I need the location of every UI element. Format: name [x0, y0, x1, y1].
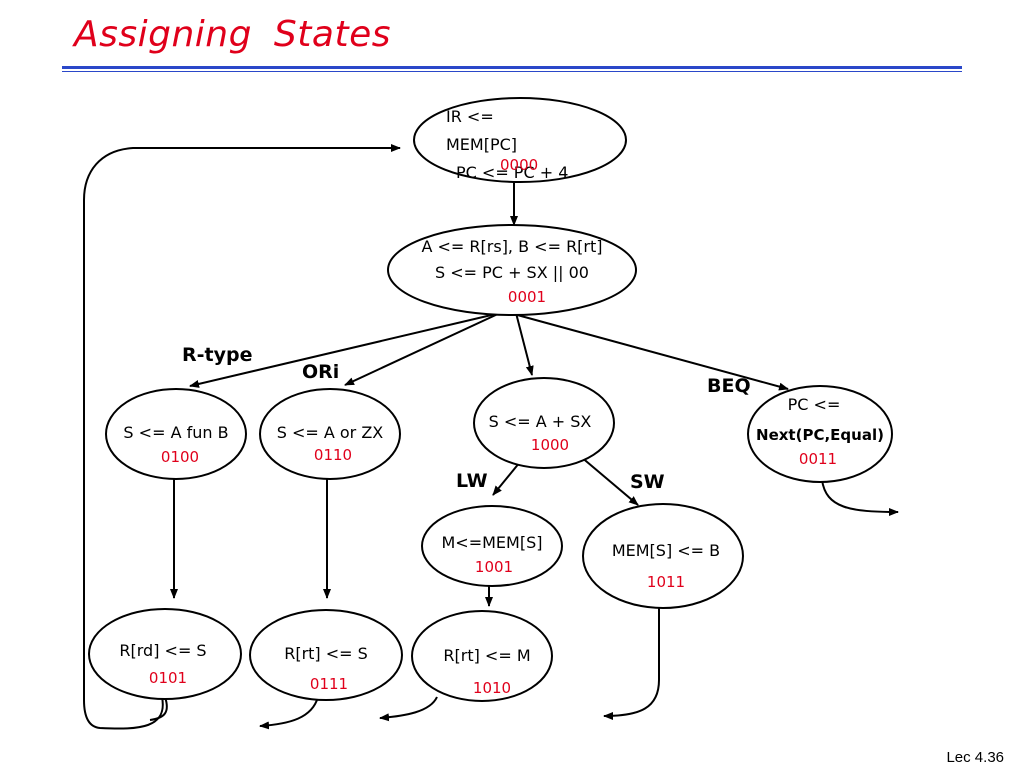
slide-number: Lec 4.36 [946, 749, 1004, 766]
arrow-return-to-fetch [83, 144, 401, 730]
oriwb-code: 0111 [310, 675, 348, 693]
beq-line1: PC <= [788, 395, 841, 414]
label-ori: ORi [302, 361, 339, 383]
lwwb-line1: R[rt] <= M [443, 646, 530, 665]
label-sw: SW [630, 471, 665, 493]
rexec-line1: S <= A fun B [123, 423, 228, 442]
state-decode [387, 224, 637, 316]
title-underline-thin [62, 71, 962, 72]
arrow-decode-to-beq [509, 312, 789, 391]
fetch-line2: MEM[PC] [446, 135, 517, 154]
arrow-oriwb-exit [259, 696, 319, 730]
page-title: Assigning States [74, 14, 391, 55]
state-memaddr [473, 377, 615, 469]
decode-code: 0001 [508, 288, 546, 306]
state-rwb [88, 608, 242, 700]
state-memread [421, 505, 563, 587]
memread-code: 1001 [475, 558, 513, 576]
arrow-decode-to-memaddr [515, 312, 534, 376]
arrow-rwb-exit [149, 696, 168, 721]
arrow-memaddr-to-memread [492, 461, 521, 496]
arrow-beq-exit [821, 479, 899, 516]
label-beq: BEQ [707, 375, 751, 397]
fetch-line3: PC <= PC + 4 [456, 163, 568, 182]
state-oriwb [249, 609, 403, 701]
state-oriexec [259, 388, 401, 480]
state-memwrite [582, 503, 744, 609]
rwb-code: 0101 [149, 669, 187, 687]
memwrite-code: 1011 [647, 573, 685, 591]
decode-line1: A <= R[rs], B <= R[rt] [421, 237, 602, 256]
decode-line2: S <= PC + SX || 00 [435, 263, 589, 282]
state-rexec [105, 388, 247, 480]
arrow-memwrite-exit [603, 608, 660, 720]
lwwb-code: 1010 [473, 679, 511, 697]
rwb-line1: R[rd] <= S [119, 641, 206, 660]
label-lw: LW [456, 470, 488, 492]
arrow-decode-to-oriexec [344, 312, 501, 386]
memaddr-code: 1000 [531, 436, 569, 454]
arrow-memaddr-to-memwrite [579, 455, 639, 506]
fetch-line1: IR <= [446, 107, 494, 126]
label-rtype: R-type [182, 344, 252, 366]
state-lwwb [411, 610, 553, 702]
state-beq [747, 385, 893, 483]
oriexec-line1: S <= A or ZX [277, 423, 384, 442]
arrow-decode-to-rexec [189, 312, 501, 388]
oriwb-line1: R[rt] <= S [284, 644, 368, 663]
memwrite-line1: MEM[S] <= B [612, 541, 720, 560]
transition-arrows [83, 144, 899, 730]
arrow-lwwb-exit [379, 696, 438, 722]
state-fetch [413, 97, 627, 183]
memread-line1: M<=MEM[S] [442, 533, 543, 552]
beq-code: 0011 [799, 450, 837, 468]
fetch-code: 0000 [500, 156, 538, 174]
title-underline [62, 66, 962, 69]
memaddr-line1: S <= A + SX [489, 412, 592, 431]
rexec-code: 0100 [161, 448, 199, 466]
oriexec-code: 0110 [314, 446, 352, 464]
beq-line2: Next(PC,Equal) [756, 426, 884, 444]
